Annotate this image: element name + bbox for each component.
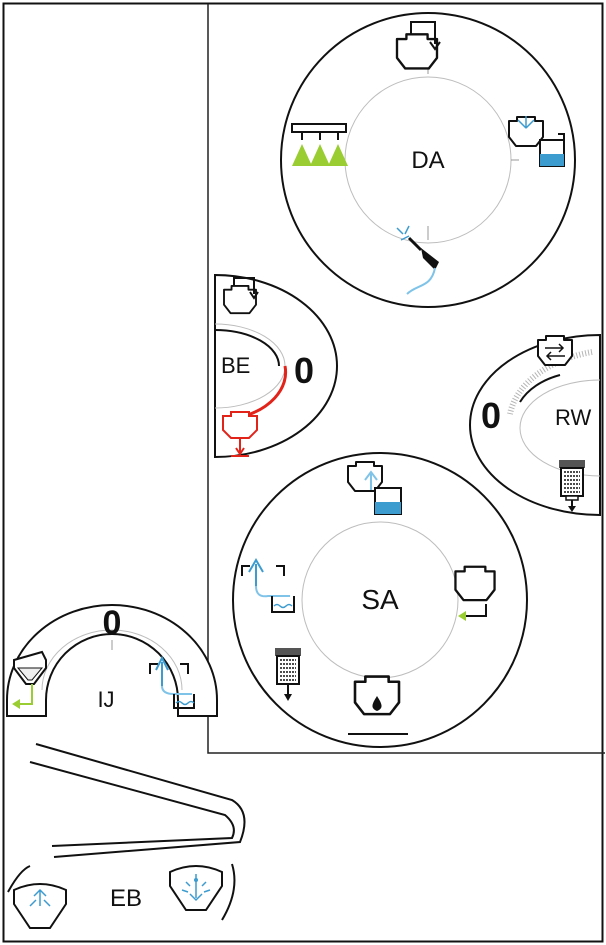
water-return-icon[interactable] bbox=[149, 655, 195, 709]
hopper-outlet-icon[interactable] bbox=[12, 650, 47, 709]
ij-module[interactable]: 0 IJ bbox=[6, 604, 218, 717]
rw-gauge-scale bbox=[507, 349, 593, 415]
water-return-icon[interactable] bbox=[241, 558, 295, 613]
ij-outer bbox=[6, 604, 218, 717]
filter-icon[interactable] bbox=[559, 460, 585, 512]
rw-label: RW bbox=[555, 405, 591, 430]
sa-module[interactable]: SA bbox=[232, 452, 528, 748]
ij-value: 0 bbox=[103, 604, 122, 642]
tank-outlet-icon[interactable] bbox=[454, 565, 496, 621]
hopper-nozzle-icon[interactable] bbox=[169, 865, 223, 911]
tank-fill-icon[interactable] bbox=[395, 21, 441, 70]
eb-module[interactable]: EB bbox=[7, 743, 246, 929]
be-module[interactable]: BE 0 bbox=[214, 273, 338, 459]
sa-outer-ring bbox=[232, 452, 528, 748]
tank-fill-icon[interactable] bbox=[223, 277, 259, 315]
tank-drain-icon[interactable] bbox=[222, 411, 258, 457]
sa-label: SA bbox=[361, 584, 399, 615]
rw-value: 0 bbox=[481, 395, 501, 436]
da-outer-ring bbox=[280, 12, 576, 308]
da-module[interactable]: DA bbox=[280, 12, 576, 308]
rw-module[interactable]: 0 RW bbox=[469, 333, 601, 517]
hopper-spray-icon[interactable] bbox=[13, 883, 67, 929]
eb-label: EB bbox=[110, 885, 142, 912]
machine-outline bbox=[29, 743, 246, 858]
tank-drain-drop-icon[interactable] bbox=[348, 675, 408, 735]
da-label: DA bbox=[411, 147, 444, 174]
rinse-tank-icon[interactable] bbox=[507, 115, 565, 167]
tank-to-rinse-icon[interactable] bbox=[347, 461, 402, 515]
boom-spray-icon[interactable] bbox=[291, 123, 348, 166]
inner-panel bbox=[207, 4, 605, 754]
lance-spray-icon[interactable] bbox=[396, 225, 439, 295]
tank-recirculate-icon[interactable] bbox=[537, 335, 573, 366]
be-label: BE bbox=[221, 353, 250, 378]
filter-icon[interactable] bbox=[275, 648, 301, 701]
be-value: 0 bbox=[294, 350, 314, 391]
ij-label: IJ bbox=[97, 687, 114, 712]
